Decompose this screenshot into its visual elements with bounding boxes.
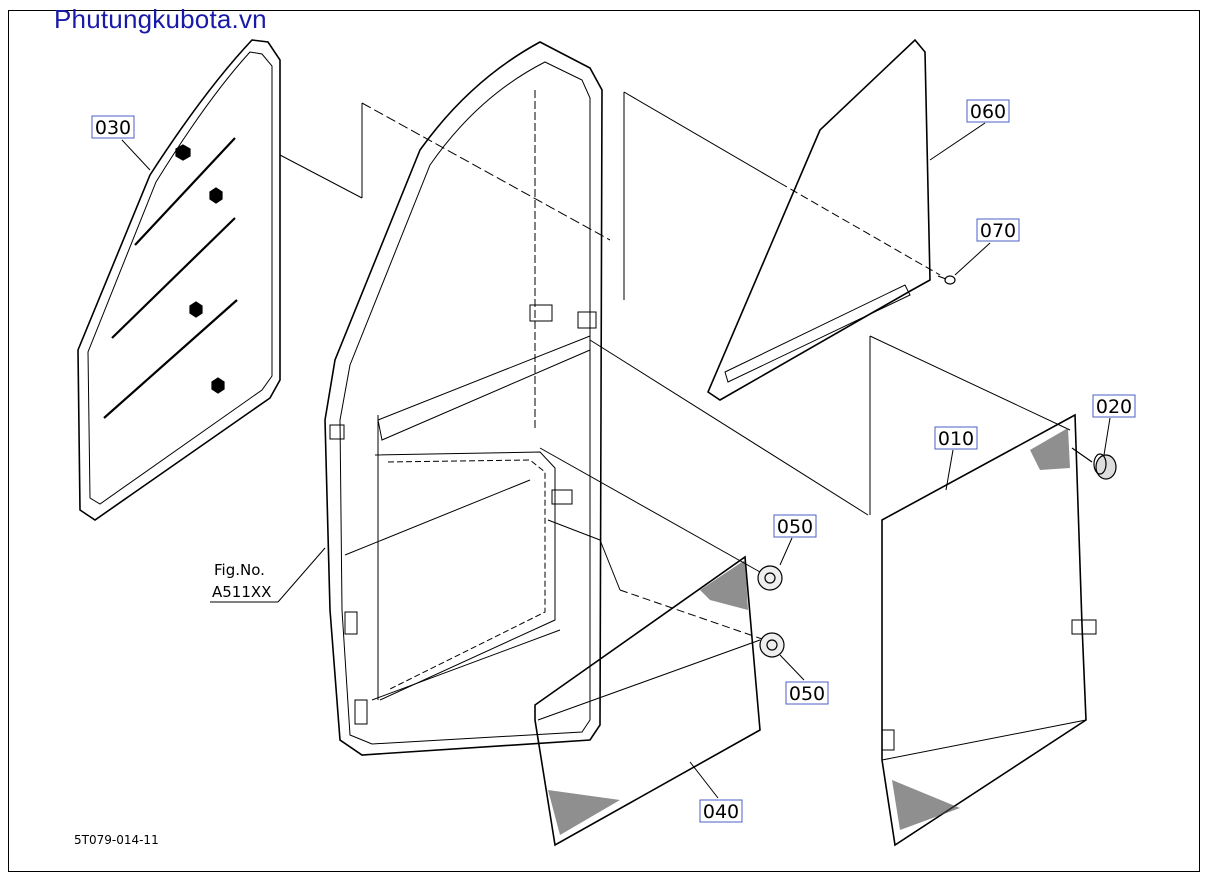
part-label[interactable]: 020 [1096,396,1132,418]
site-watermark[interactable]: Phutungkubota.vn [54,4,267,34]
part-label[interactable]: 010 [938,428,974,450]
part-060-upper-panel [707,38,941,401]
drawing-frame [8,10,1200,872]
part-labels: 030 060 070 020 010 050 050 040 [91,99,1136,823]
part-010-lower-panel [869,335,1097,847]
part-label[interactable]: 050 [777,516,813,538]
part-050-grommets [757,565,785,658]
figure-ref-line2: A511XX [212,583,271,601]
part-030-glass [77,39,363,521]
drawing-code: 5T079-014-11 [74,833,159,847]
leader-lines [121,122,1111,799]
figure-ref-line1: Fig.No. [214,561,265,579]
part-020-knob [1071,447,1117,480]
part-label[interactable]: 070 [980,220,1016,242]
part-label[interactable]: 030 [95,117,131,139]
part-040-front-panel [534,447,766,847]
door-frame [324,41,869,756]
part-label[interactable]: 050 [789,683,825,705]
part-070-screw [937,275,956,285]
part-label[interactable]: 060 [970,101,1006,123]
part-label[interactable]: 040 [703,801,739,823]
